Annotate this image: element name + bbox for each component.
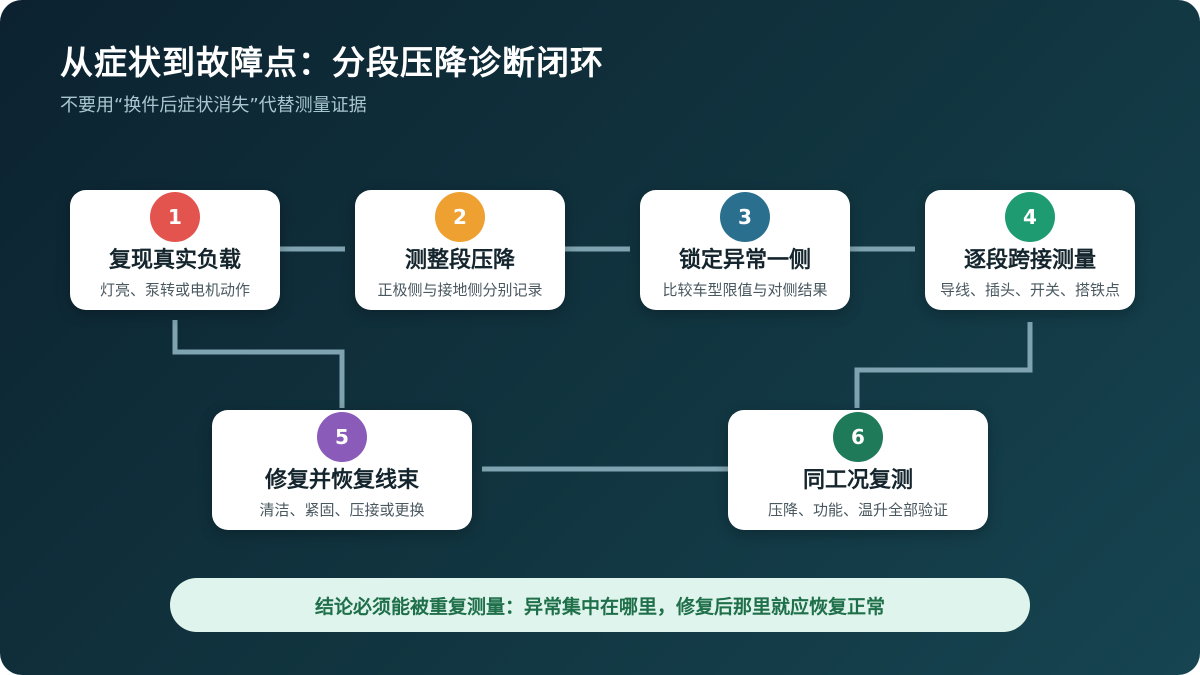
step-badge-4: 4 bbox=[1005, 192, 1055, 242]
step-title-1: 复现真实负载 bbox=[108, 248, 241, 273]
step-card-6: 6 同工况复测 压降、功能、温升全部验证 bbox=[728, 410, 988, 530]
page-subtitle: 不要用“换件后症状消失”代替测量证据 bbox=[60, 95, 367, 116]
step-desc-3: 比较车型限值与对侧结果 bbox=[662, 281, 828, 299]
step-badge-1: 1 bbox=[150, 192, 200, 242]
page-title: 从症状到故障点：分段压降诊断闭环 bbox=[60, 43, 604, 82]
step-title-2: 测整段压降 bbox=[404, 248, 515, 273]
step-badge-3: 3 bbox=[720, 192, 770, 242]
connector-5-1 bbox=[172, 320, 345, 408]
conclusion-banner: 结论必须能被重复测量：异常集中在哪里，修复后那里就应恢复正常 bbox=[170, 578, 1030, 632]
step-title-5: 修复并恢复线束 bbox=[264, 468, 419, 493]
step-desc-2: 正极侧与接地侧分别记录 bbox=[377, 281, 543, 299]
step-badge-6: 6 bbox=[833, 412, 883, 462]
step-desc-6: 压降、功能、温升全部验证 bbox=[767, 501, 948, 519]
step-desc-5: 清洁、紧固、压接或更换 bbox=[259, 501, 425, 519]
step-card-2: 2 测整段压降 正极侧与接地侧分别记录 bbox=[355, 190, 565, 310]
step-card-5: 5 修复并恢复线束 清洁、紧固、压接或更换 bbox=[212, 410, 472, 530]
step-card-1: 1 复现真实负载 灯亮、泵转或电机动作 bbox=[70, 190, 280, 310]
step-badge-5: 5 bbox=[317, 412, 367, 462]
step-badge-2: 2 bbox=[435, 192, 485, 242]
connector-4-6 bbox=[854, 322, 1033, 408]
step-card-3: 3 锁定异常一侧 比较车型限值与对侧结果 bbox=[640, 190, 850, 310]
step-title-3: 锁定异常一侧 bbox=[678, 248, 811, 273]
step-desc-4: 导线、插头、开关、搭铁点 bbox=[939, 281, 1120, 299]
step-desc-1: 灯亮、泵转或电机动作 bbox=[99, 281, 250, 299]
step-card-4: 4 逐段跨接测量 导线、插头、开关、搭铁点 bbox=[925, 190, 1135, 310]
step-title-4: 逐段跨接测量 bbox=[963, 248, 1096, 273]
step-title-6: 同工况复测 bbox=[802, 468, 913, 493]
